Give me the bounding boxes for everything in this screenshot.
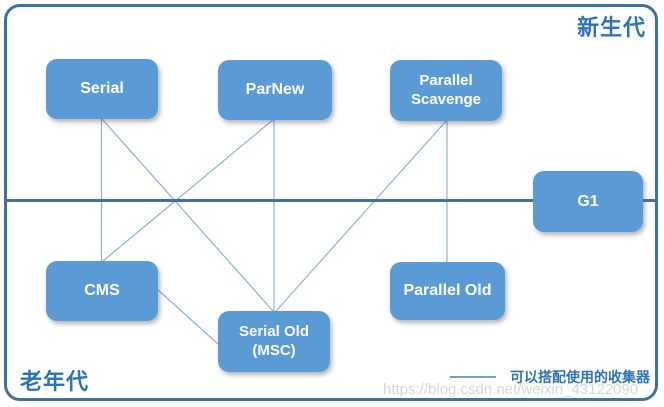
node-parnew-label: ParNew xyxy=(245,81,305,98)
edge-cms-serial-old xyxy=(156,288,219,345)
node-serial: Serial xyxy=(46,59,158,119)
node-cms: CMS xyxy=(46,261,158,321)
node-parallel-old: Parallel Old xyxy=(390,262,505,320)
legend: 可以搭配使用的收集器 xyxy=(450,367,650,387)
edge-serial-serial-old xyxy=(101,118,274,312)
node-g1-label: G1 xyxy=(577,192,599,210)
watermark-url: https://blog.csdn.net/weixin_43122090 xyxy=(383,381,639,398)
legend-line-sample xyxy=(450,376,496,378)
node-serial-old-label-line1: Serial Old xyxy=(238,322,310,340)
edge-parnew-cms xyxy=(102,118,275,262)
generation-divider-line xyxy=(4,199,658,202)
node-parnew: ParNew xyxy=(218,60,332,120)
node-serial-label: Serial xyxy=(80,80,124,97)
diagram-frame xyxy=(4,4,658,401)
node-parallel-old-label: Parallel Old xyxy=(403,282,492,299)
node-serial-old: Serial Old (MSC) xyxy=(218,311,330,372)
node-parallel-scavenge: Parallel Scavenge xyxy=(390,60,502,121)
node-g1: G1 xyxy=(533,171,643,232)
node-cms-label: CMS xyxy=(84,282,120,299)
node-serial-old-label-line2: (MSC) xyxy=(252,341,296,359)
legend-label: 可以搭配使用的收集器 xyxy=(510,369,650,385)
old-generation-label: 老年代 xyxy=(20,369,90,394)
node-parallel-scavenge-label-line1: Parallel xyxy=(419,71,473,89)
node-parallel-scavenge-label-line2: Scavenge xyxy=(410,90,482,108)
young-generation-label: 新生代 xyxy=(576,15,646,40)
edge-parallel-scavenge-serial-old xyxy=(275,119,448,312)
